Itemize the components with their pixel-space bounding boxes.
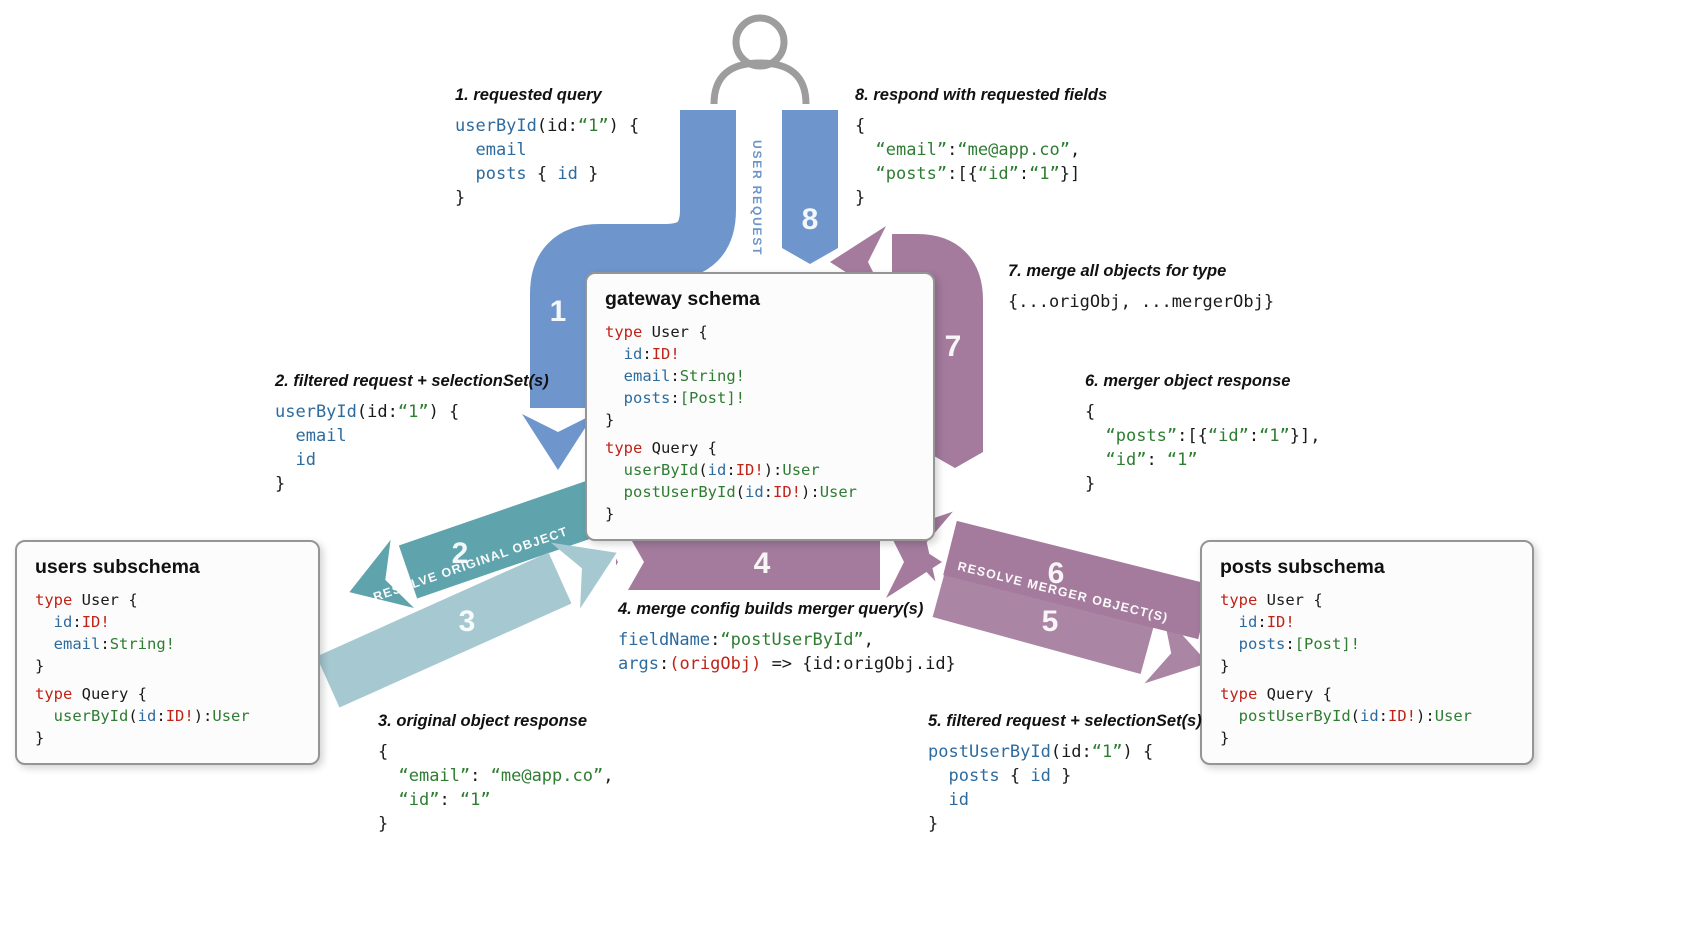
annotation-2-heading: 2. filtered request + selectionSet(s): [275, 372, 549, 390]
arrow-5: [932, 562, 1156, 675]
annotation-1-heading: 1. requested query: [455, 86, 602, 104]
gateway-schema-title: gateway schema: [605, 288, 761, 310]
annotation-2: 2. filtered request + selectionSet(s) us…: [275, 372, 549, 496]
arrow-6: [943, 520, 1212, 640]
user-icon: [710, 14, 810, 105]
users-subschema-title: users subschema: [35, 556, 200, 578]
arrow-4-notch: [602, 534, 644, 590]
arrow-1: [530, 110, 736, 408]
annotation-5-code: postUserById(id:“1”) { posts { id } id}: [928, 742, 1154, 834]
arrow-3-head: [550, 542, 617, 609]
arrow-7-number: 7: [945, 330, 962, 363]
annotation-4: 4. merge config builds merger query(s) f…: [618, 600, 956, 676]
annotation-8-heading: 8. respond with requested fields: [855, 86, 1108, 104]
annotation-4-code: fieldName:“postUserById”,args:(origObj) …: [618, 630, 956, 674]
arrow-3: [316, 552, 572, 708]
annotation-3-heading: 3. original object response: [378, 712, 588, 730]
arrow-5-head: [1144, 613, 1208, 684]
users-subschema-code: type User { id:ID! email:String!}type Qu…: [35, 591, 250, 747]
gateway-schema-box: gateway schema type User { id:ID! email:…: [585, 272, 935, 541]
arrow-6-number: 6: [1048, 557, 1065, 590]
arrow-1-head: [522, 414, 594, 470]
arrow-1-number: 1: [550, 295, 567, 328]
annotation-6: 6. merger object response { “posts”:[{“i…: [1085, 372, 1321, 496]
annotation-8-code: { “email”:“me@app.co”, “posts”:[{“id”:“1…: [855, 116, 1081, 208]
annotation-6-code: { “posts”:[{“id”:“1”}], “id”: “1”}: [1085, 402, 1321, 494]
annotation-8: 8. respond with requested fields { “emai…: [855, 86, 1107, 210]
annotation-2-code: userById(id:“1”) { email id}: [275, 402, 460, 494]
users-subschema-box: users subschema type User { id:ID! email…: [15, 540, 320, 765]
annotation-1: 1. requested query userById(id:“1”) { em…: [455, 86, 639, 210]
arrow-3-number: 3: [459, 605, 476, 638]
gateway-schema-code: type User { id:ID! email:String! posts:[…: [605, 323, 858, 523]
annotation-5: 5. filtered request + selectionSet(s) po…: [928, 712, 1202, 836]
annotation-3: 3. original object response { “email”: “…: [378, 712, 613, 836]
annotation-1-code: userById(id:“1”) { email posts { id }}: [455, 116, 640, 208]
posts-subschema-box: posts subschema type User { id:ID! posts…: [1200, 540, 1534, 765]
posts-subschema-code: type User { id:ID! posts:[Post]!}type Qu…: [1220, 591, 1473, 747]
posts-subschema-title: posts subschema: [1220, 556, 1385, 578]
annotation-4-heading: 4. merge config builds merger query(s): [618, 600, 924, 618]
arrow-5-number: 5: [1042, 605, 1059, 638]
arrow-2-number: 2: [452, 537, 469, 570]
arrow-8-number: 8: [802, 203, 819, 236]
annotation-6-heading: 6. merger object response: [1085, 372, 1291, 390]
annotation-3-code: { “email”: “me@app.co”, “id”: “1”}: [378, 742, 614, 834]
arrow-7-notch: [927, 452, 983, 494]
arrow-2-head: [349, 539, 415, 608]
arrow-4-number: 4: [754, 547, 771, 580]
annotation-7-code: {...origObj, ...mergerObj}: [1008, 292, 1275, 312]
user-request-label: USER REQUEST: [750, 140, 764, 256]
annotation-7: 7. merge all objects for type {...origOb…: [1008, 262, 1274, 314]
annotation-7-heading: 7. merge all objects for type: [1008, 262, 1227, 280]
annotation-5-heading: 5. filtered request + selectionSet(s): [928, 712, 1202, 730]
arrow-4-head: [886, 526, 942, 598]
arrow-7: [889, 234, 983, 472]
